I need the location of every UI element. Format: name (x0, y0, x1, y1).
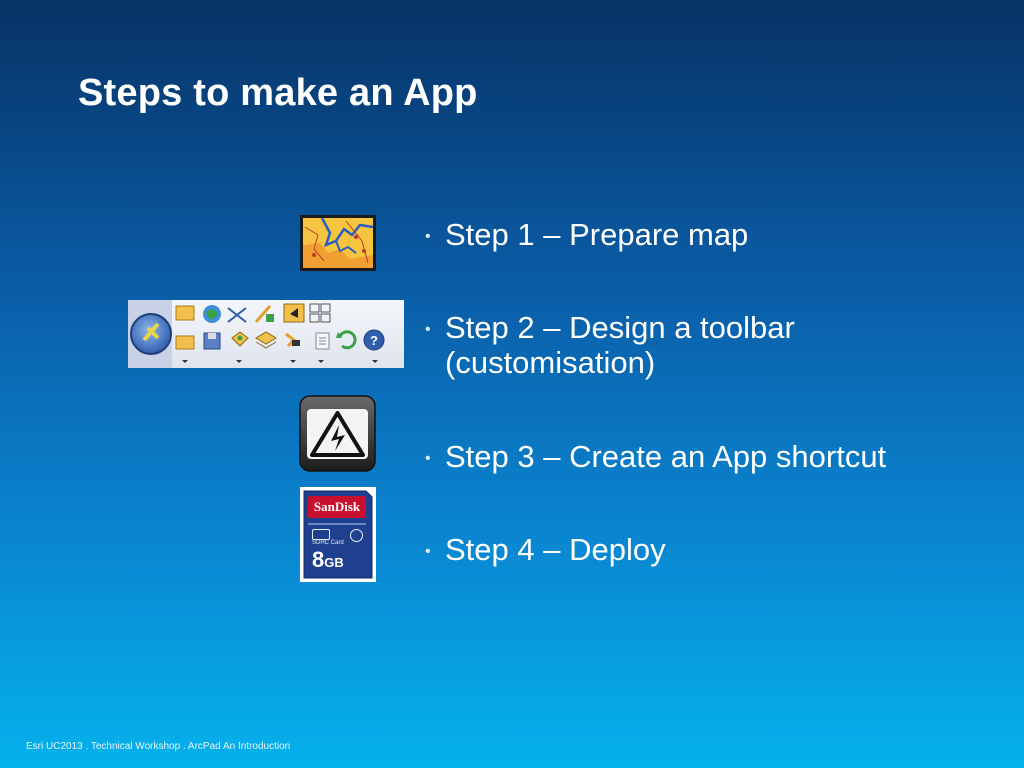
svg-text:?: ? (370, 333, 378, 348)
map-thumbnail-icon (300, 215, 376, 271)
sd-card-icon: SanDisk SDHC Card 8GB (300, 487, 376, 582)
slide-title: Steps to make an App (78, 72, 478, 114)
bullet-icon: • (425, 321, 431, 338)
step-text: Step 4 – Deploy (445, 532, 666, 567)
list-item: • Step 2 – Design a toolbar (customisati… (425, 310, 795, 380)
bullet-icon: • (425, 228, 431, 245)
lightning-warning-icon (299, 395, 376, 472)
slide-footer: Esri UC2013 . Technical Workshop . ArcPa… (26, 741, 291, 752)
bullet-icon: • (425, 450, 431, 467)
sdcard-brand: SanDisk (313, 499, 361, 514)
step-text: Step 3 – Create an App shortcut (445, 439, 887, 474)
step-text: Step 1 – Prepare map (445, 217, 749, 252)
sdcard-type: SDHC Card (312, 540, 344, 546)
list-item: • Step 4 – Deploy (425, 532, 666, 569)
class-logo-icon (350, 529, 363, 542)
toolbar-image: ? (128, 300, 404, 368)
sdhc-logo-icon (312, 529, 330, 540)
bullet-icon: • (425, 543, 431, 560)
list-item: • Step 3 – Create an App shortcut (425, 439, 886, 476)
sdcard-capacity: 8GB (312, 547, 344, 573)
list-item: • Step 1 – Prepare map (425, 217, 748, 254)
step-text: Step 2 – Design a toolbar (customisation… (445, 310, 795, 380)
sdcard-capacity-unit: GB (324, 555, 344, 570)
sdcard-capacity-number: 8 (312, 547, 325, 572)
